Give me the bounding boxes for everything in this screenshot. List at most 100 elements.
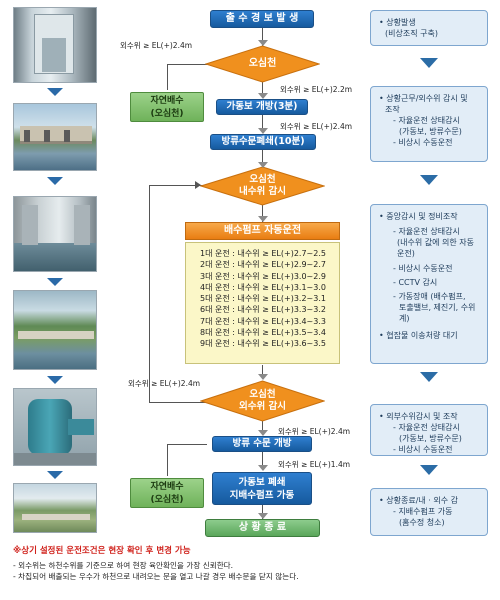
status-item: - 비상시 수동운전 bbox=[393, 445, 453, 454]
notes-line: - 차집되어 배출되는 우수가 하천으로 내려오는 문을 열고 나갈 경우 배수… bbox=[13, 572, 299, 581]
notes-title: ※상기 설정된 운전조건은 현장 확인 후 변경 가능 bbox=[13, 546, 191, 556]
status-item: - CCTV 감시 bbox=[393, 278, 438, 287]
photo-pump bbox=[13, 388, 97, 466]
pump-row: 9대 운전 : 내수위 ≥ EL(+)3.6~3.5 bbox=[200, 339, 326, 349]
natural-drainage-box: 자연배수 (오심천) bbox=[130, 478, 204, 508]
arrowhead bbox=[258, 465, 268, 471]
pump-row: 6대 운전 : 내수위 ≥ EL(+)3.3~3.2 bbox=[200, 305, 326, 315]
connector bbox=[262, 505, 263, 519]
decision-diamond-osim bbox=[205, 45, 320, 83]
loop-connector bbox=[149, 402, 207, 403]
connector bbox=[167, 444, 207, 445]
arrowhead bbox=[258, 128, 268, 134]
status-item-text: 자율운전 상태감시 bbox=[398, 423, 460, 432]
status-box-external: • 외부수위감시 및 조작 - 자율운전 상태감시 (가동보, 방류수문) - … bbox=[370, 404, 488, 456]
decision-label: 오심천 bbox=[248, 58, 277, 69]
status-title-text: 상황종료/내 · 외수 감 bbox=[386, 496, 459, 505]
status-item: - 가동장애 (배수펌프, bbox=[393, 292, 466, 301]
status-item-cont: (내수위 값에 의한 자동운전) bbox=[397, 238, 474, 258]
status-item-cont: (가동보, 방류수문) bbox=[399, 127, 462, 136]
right-arrow-1 bbox=[420, 58, 438, 68]
sluice-open-label: 방류 수문 개방 bbox=[232, 438, 292, 449]
arrowhead bbox=[258, 93, 268, 99]
decision-label-line2: 외수위 감시 bbox=[238, 401, 286, 412]
pump-row: 4대 운전 : 내수위 ≥ EL(+)3.1~3.0 bbox=[200, 282, 326, 292]
connector bbox=[262, 150, 263, 167]
status-item-text: 비상시 수동운전 bbox=[398, 264, 453, 273]
status-item: - 지배수펌프 가동 bbox=[393, 507, 453, 516]
right-arrow-2 bbox=[420, 175, 438, 185]
connector bbox=[262, 365, 263, 379]
right-arrow-4 bbox=[420, 465, 438, 475]
status-title-text: 중앙감시 및 정비조작 bbox=[386, 212, 458, 221]
decision-label: 오심천 내수위 감시 bbox=[200, 174, 325, 198]
photo-arrow-1 bbox=[47, 88, 63, 96]
condition-label: 외수위 ≥ EL(+)2.4m bbox=[278, 427, 351, 436]
natural-drainage-label: 자연배수 bbox=[150, 482, 184, 492]
status-item-cont: (가동보, 방류수문) bbox=[399, 434, 462, 443]
notes-line: - 외수위는 하천수위를 기준으로 하여 현장 육안확인을 가장 신뢰한다. bbox=[13, 561, 234, 570]
status-subtitle: (비상조직 구축) bbox=[385, 29, 438, 38]
condition-label: 외수위 ≥ EL(+)2.4m bbox=[120, 41, 193, 50]
status-title: • 외부수위감시 및 조작 bbox=[379, 412, 458, 421]
pump-row: 7대 운전 : 내수위 ≥ EL(+)3.4~3.3 bbox=[200, 316, 326, 326]
pump-row: 3대 운전 : 내수위 ≥ EL(+)3.0~2.9 bbox=[200, 271, 326, 281]
condition-label: 외수위 ≥ EL(+)2.2m bbox=[280, 85, 353, 94]
arrowhead bbox=[258, 374, 268, 380]
arrowhead bbox=[258, 513, 268, 519]
natural-drainage-box: 자연배수 (오심천) bbox=[130, 92, 204, 122]
weir-open-step: 가동보 개방(3분) bbox=[216, 99, 308, 115]
status-item-text: 자율운전 상태감시 bbox=[398, 116, 460, 125]
decision-label-line2: 내수위 감시 bbox=[238, 186, 286, 197]
status-item: - 자율운전 상태감시 bbox=[393, 423, 460, 432]
condition-label: 외수위 ≥ EL(+)2.4m bbox=[280, 122, 353, 131]
notes-section: ※상기 설정된 운전조건은 현장 확인 후 변경 가능 - 외수위는 하천수위를… bbox=[13, 546, 493, 582]
weir-close-label: 가동보 폐쇄 bbox=[238, 477, 286, 488]
sluice-open-step: 방류 수문 개방 bbox=[212, 436, 312, 452]
status-item: - 비상시 수동운전 bbox=[393, 264, 453, 273]
situation-end-label: 상 황 종 료 bbox=[238, 522, 287, 533]
status-box-monitoring: • 상황근무/외수위 감시 및 조작 - 자율운전 상태감시 (가동보, 방류수… bbox=[370, 86, 488, 162]
pump-row: 8대 운전 : 내수위 ≥ EL(+)3.5~3.4 bbox=[200, 328, 326, 338]
status-item: - 비상시 수동운전 bbox=[393, 138, 453, 147]
connector bbox=[167, 64, 168, 90]
status-item-text: CCTV 감시 bbox=[398, 278, 438, 287]
decision-label: 오심천 외수위 감시 bbox=[200, 389, 325, 413]
decision-diamond-outer-level bbox=[200, 380, 325, 422]
photo-arrow-5 bbox=[47, 471, 63, 479]
photo-intake-gate bbox=[13, 7, 97, 83]
status-item-text: 비상시 수동운전 bbox=[398, 138, 453, 147]
pump-row: 2대 운전 : 내수위 ≥ EL(+)2.9~2.7 bbox=[200, 260, 326, 270]
connector bbox=[262, 204, 263, 222]
condition-label: 외수위 ≥ EL(+)1.4m bbox=[278, 460, 351, 469]
status-item-cont: (홈수정 청소) bbox=[399, 518, 445, 527]
sluice-close-label: 방류수문폐쇄(10분) bbox=[221, 136, 305, 147]
connector bbox=[262, 28, 263, 46]
status-item-text: 비상시 수동운전 bbox=[398, 445, 453, 454]
photo-arrow-4 bbox=[47, 376, 63, 384]
connector bbox=[262, 452, 263, 470]
natural-drainage-label: 자연배수 bbox=[150, 96, 184, 106]
arrowhead bbox=[258, 430, 268, 436]
photo-river bbox=[13, 290, 97, 370]
natural-drainage-sublabel: (오심천) bbox=[150, 109, 184, 119]
arrowhead bbox=[258, 162, 268, 168]
condition-label: 외수위 ≥ EL(+)2.4m bbox=[128, 379, 201, 388]
pump-row: 1대 운전 : 내수위 ≥ EL(+)2.7~2.5 bbox=[200, 249, 326, 258]
status-title: • 상황근무/외수위 감시 및 bbox=[379, 94, 468, 103]
connector bbox=[167, 64, 207, 65]
pump-auto-header: 배수펌프 자동운전 bbox=[185, 222, 340, 240]
loop-connector bbox=[149, 185, 203, 186]
connector bbox=[262, 82, 263, 98]
status-box-alert: • 상황발생 (비상조직 구축) bbox=[370, 10, 488, 46]
loop-connector bbox=[149, 185, 150, 403]
photo-embankment bbox=[13, 483, 97, 533]
connector bbox=[167, 444, 168, 476]
pump-row: 5대 운전 : 내수위 ≥ EL(+)3.2~3.1 bbox=[200, 294, 326, 304]
arrowhead bbox=[258, 40, 268, 46]
flood-alert-label: 출 수 경 보 발 생 bbox=[225, 13, 299, 24]
status-item: - 자율운전 상태감시 bbox=[393, 116, 460, 125]
status-title: • 중앙감시 및 정비조작 bbox=[379, 212, 458, 221]
status-footer-text: 협잡물 이송처량 대기 bbox=[386, 331, 458, 340]
status-title: • 상황종료/내 · 외수 감 bbox=[379, 496, 459, 505]
